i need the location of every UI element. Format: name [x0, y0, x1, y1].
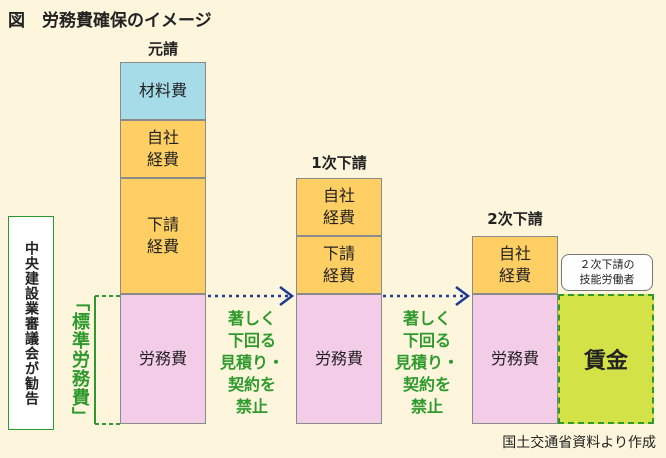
- first-sub-own-overhead-label: 自社 経費: [322, 186, 355, 227]
- prime-labor-cost: 労務費: [120, 294, 206, 424]
- prohibition-text-2: 著しく 下回る 見積り・ 契約を 禁止: [394, 309, 459, 416]
- second-sub-column-label: 2次下請: [487, 210, 543, 228]
- prime-labor-cost-label: 労務費: [138, 349, 187, 368]
- standard-labor-label: 「標準労務費」: [64, 292, 94, 426]
- source-note: 国土交通省資料より作成: [502, 435, 656, 451]
- second-sub-labor-cost-label: 労務費: [490, 349, 539, 368]
- first-sub-labor-cost: 労務費: [296, 294, 382, 424]
- prohibition-text-1: 著しく 下回る 見積り・ 契約を 禁止: [219, 309, 284, 416]
- first-sub-column-label: 1次下請: [311, 154, 367, 172]
- prime-material-cost: 材料費: [120, 62, 206, 120]
- standard-labor-text: 「標準労務費」: [69, 292, 90, 426]
- notice-box: 中央建設業審議会が勧告: [8, 216, 54, 430]
- wage-box: 賃金: [558, 294, 654, 424]
- skilled-worker-callout: ２次下請の 技能労働者: [561, 254, 653, 291]
- prime-material-cost-label: 材料費: [138, 81, 187, 100]
- second-sub-own-overhead-label: 自社 経費: [498, 244, 531, 285]
- prime-column-label: 元請: [147, 40, 178, 58]
- prime-subcontract-cost-label: 下請 経費: [146, 215, 179, 256]
- first-sub-subcontract-cost: 下請 経費: [296, 236, 382, 294]
- first-sub-own-overhead: 自社 経費: [296, 178, 382, 236]
- notice-text: 中央建設業審議会が勧告: [23, 240, 39, 406]
- second-sub-labor-cost: 労務費: [472, 294, 558, 424]
- first-sub-subcontract-cost-label: 下請 経費: [322, 244, 355, 285]
- standard-bracket: [94, 295, 120, 425]
- page-title: 図 労務費確保のイメージ: [8, 11, 212, 31]
- wage-label: 賃金: [583, 349, 628, 374]
- second-sub-own-overhead: 自社 経費: [472, 236, 558, 294]
- prime-subcontract-cost: 下請 経費: [120, 178, 206, 294]
- prime-own-overhead: 自社 経費: [120, 120, 206, 178]
- prime-own-overhead-label: 自社 経費: [146, 128, 179, 169]
- first-sub-labor-cost-label: 労務費: [314, 349, 363, 368]
- arrow-first-to-second: [383, 286, 471, 306]
- arrow-prime-to-first: [208, 286, 295, 306]
